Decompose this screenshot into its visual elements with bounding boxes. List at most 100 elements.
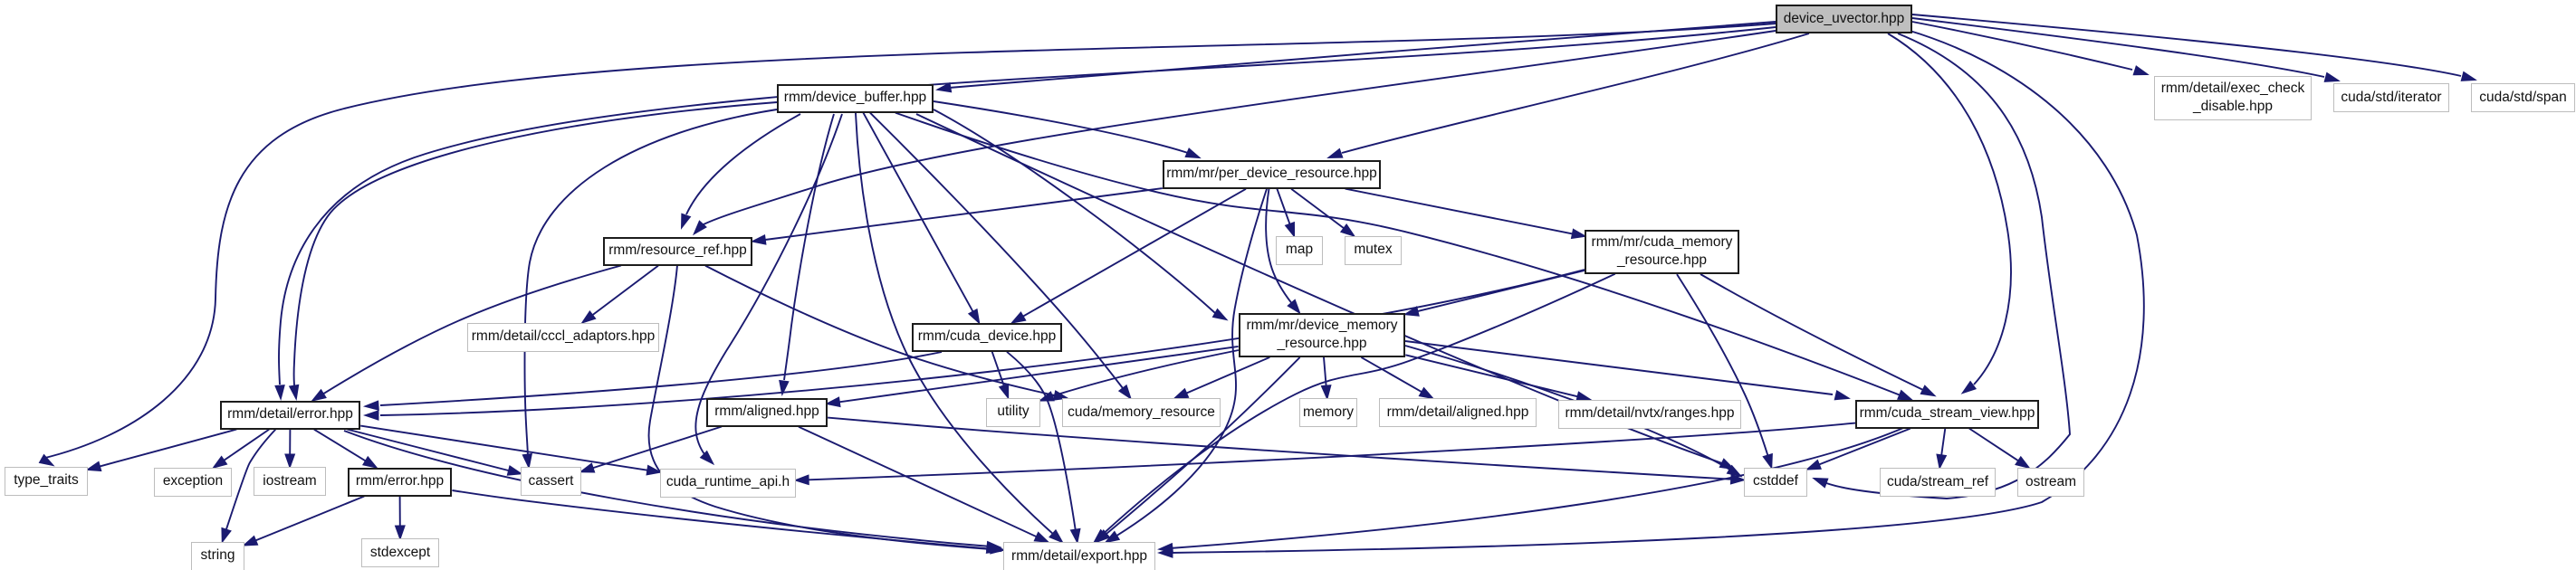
edge-error-to-export (343, 430, 991, 547)
arrowhead-cuda_device-to-error (362, 400, 379, 411)
arrowhead-buffer-to-cuda_runtime (699, 450, 715, 466)
edge-rmm_error-to-export (452, 489, 991, 550)
arrowhead-uvector-to-resource_ref (693, 220, 707, 236)
arrowhead-cuda_memory-to-cstddef (1762, 452, 1773, 470)
edge-device_memory-to-aligned (838, 345, 1239, 404)
edge-uvector-to-error (278, 26, 1776, 385)
arrowhead-per_device-to-export (1104, 530, 1121, 544)
arrowhead-buffer-to-cuda_device (967, 308, 981, 325)
node-stream_view[interactable]: rmm/cuda_stream_view.hpp (1855, 399, 2039, 429)
edge-buffer-to-cassert (523, 109, 778, 461)
arrowhead-buffer-to-stream_view (1897, 389, 1914, 401)
edge-stream_view-to-stream_ref (1940, 428, 1947, 456)
edge-uvector-to-per_device (1341, 33, 1810, 154)
node-cuda_memory[interactable]: rmm/mr/cuda_memory _resource.hpp (1585, 229, 1739, 274)
node-cassert: cassert (521, 467, 581, 496)
edge-stream_view-to-cstddef (1818, 427, 1911, 466)
edge-per_device-to-resource_ref (764, 187, 1163, 241)
edge-stream_view-to-cuda_runtime (809, 422, 1856, 481)
arrowhead-rmm_error-to-export (990, 543, 1006, 555)
arrowhead-device_memory-to-cuda_mr (1173, 387, 1190, 400)
arrowhead-buffer-to-error (288, 384, 300, 401)
edge-cuda_device-to-utility (991, 351, 1005, 386)
edge-buffer-to-cuda_runtime (694, 113, 843, 459)
arrowhead-buffer-to-cassert (522, 452, 532, 470)
arrowhead-error-to-type_traits (85, 461, 102, 472)
edge-resource_ref-to-cuda_mr (704, 264, 1055, 396)
node-rmm_error[interactable]: rmm/error.hpp (348, 467, 452, 497)
edge-buffer-to-aligned (783, 113, 835, 381)
node-type_traits: type_traits (5, 466, 88, 496)
arrowhead-error-to-string (221, 527, 232, 544)
edge-buffer-to-resource_ref (685, 113, 801, 215)
node-iostream: iostream (254, 467, 326, 496)
node-nvtx: rmm/detail/nvtx/ranges.hpp (1558, 399, 1741, 429)
node-resource_ref[interactable]: rmm/resource_ref.hpp (603, 236, 752, 266)
arrowhead-error-to-cuda_runtime (646, 464, 663, 476)
arrowhead-buffer-to-cuda_mr (1117, 384, 1133, 401)
edge-uvector-to-resource_ref (701, 30, 1776, 226)
node-det_aligned: rmm/detail/aligned.hpp (1379, 398, 1537, 427)
edge-uvector-to-exec (1911, 21, 2133, 71)
node-string: string (191, 541, 244, 570)
node-stdexcept: stdexcept (361, 538, 439, 567)
arrowhead-device_memory-to-stream_view (1834, 389, 1851, 401)
node-per_device[interactable]: rmm/mr/per_device_resource.hpp (1163, 159, 1381, 189)
edge-per_device-to-export (1116, 188, 1268, 537)
edge-uvector-to-type_traits (41, 23, 1776, 460)
edge-buffer-to-device_memory (933, 109, 1216, 314)
arrowhead-buffer-to-resource_ref (680, 213, 692, 230)
node-error[interactable]: rmm/detail/error.hpp (220, 400, 360, 430)
node-buffer[interactable]: rmm/device_buffer.hpp (777, 83, 934, 113)
arrowhead-per_device-to-device_memory (1287, 299, 1301, 315)
edge-per_device-to-cuda_memory (1345, 187, 1573, 235)
edge-per_device-to-device_memory (1265, 188, 1292, 304)
edge-buffer-to-per_device (933, 100, 1189, 154)
edge-buffer-to-cstddef (915, 113, 1723, 464)
edge-resource_ref-to-error (322, 264, 622, 395)
node-uvector: device_uvector.hpp (1776, 5, 1912, 33)
node-aligned[interactable]: rmm/aligned.hpp (706, 397, 828, 427)
arrowhead-uvector-to-exec (2132, 65, 2150, 76)
node-cuda_mr: cuda/memory_resource (1062, 398, 1221, 427)
node-device_memory[interactable]: rmm/mr/device_memory _resource.hpp (1239, 312, 1405, 357)
arrowhead-resource_ref-to-cccl (580, 309, 597, 325)
edge-rmm_error-to-string (255, 495, 365, 542)
node-cstddef: cstddef (1744, 467, 1807, 497)
edge-buffer-to-stream_view (895, 111, 1901, 396)
edge-error-to-cuda_runtime (360, 424, 648, 471)
arrowhead-uvector-to-buffer (935, 81, 953, 93)
edge-cuda_memory-to-cstddef (1676, 273, 1769, 456)
edge-buffer-to-error (292, 101, 778, 394)
arrowhead-error-to-rmm_error (362, 455, 378, 470)
arrowhead-stream_view-to-cuda_runtime (793, 474, 809, 486)
edge-device_memory-to-utility (1051, 349, 1240, 397)
arrowhead-buffer-to-aligned (779, 379, 790, 396)
arrowhead-error-to-exception (211, 455, 228, 470)
node-cuda_device[interactable]: rmm/cuda_device.hpp (912, 322, 1062, 352)
edge-error-to-exception (223, 428, 270, 461)
arrowhead-aligned-to-export (1033, 531, 1050, 544)
arrowhead-uvector-to-type_traits (38, 453, 55, 467)
node-iterator: cuda/std/iterator (2333, 83, 2449, 112)
edge-uvector-to-stream_view (1887, 33, 2012, 385)
arrowhead-per_device-to-map (1284, 221, 1296, 239)
node-utility: utility (986, 397, 1040, 427)
arrowhead-per_device-to-mutex (1339, 223, 1356, 238)
arrowhead-cuda_device-to-export (1069, 527, 1081, 545)
arrowhead-uvector-to-error (274, 385, 285, 401)
node-export: rmm/detail/export.hpp (1003, 542, 1155, 570)
arrowhead-device_memory-to-det_aligned (1418, 386, 1435, 400)
edge-device_memory-to-memory (1323, 356, 1327, 386)
arrowhead-device_memory-to-aligned (824, 396, 841, 408)
arrowhead-device_memory-to-export (1095, 528, 1111, 544)
arrowhead-device_memory-to-memory (1320, 385, 1332, 401)
arrowhead-buffer-to-export (1049, 528, 1064, 544)
node-map: map (1276, 235, 1323, 265)
node-span: cuda/std/span (2471, 83, 2575, 112)
edge-error-to-string (225, 428, 276, 530)
edge-cuda_memory-to-export (1103, 272, 1616, 534)
arrowhead-cuda_memory-to-device_memory (1403, 306, 1420, 317)
edge-aligned-to-export (798, 425, 1037, 537)
